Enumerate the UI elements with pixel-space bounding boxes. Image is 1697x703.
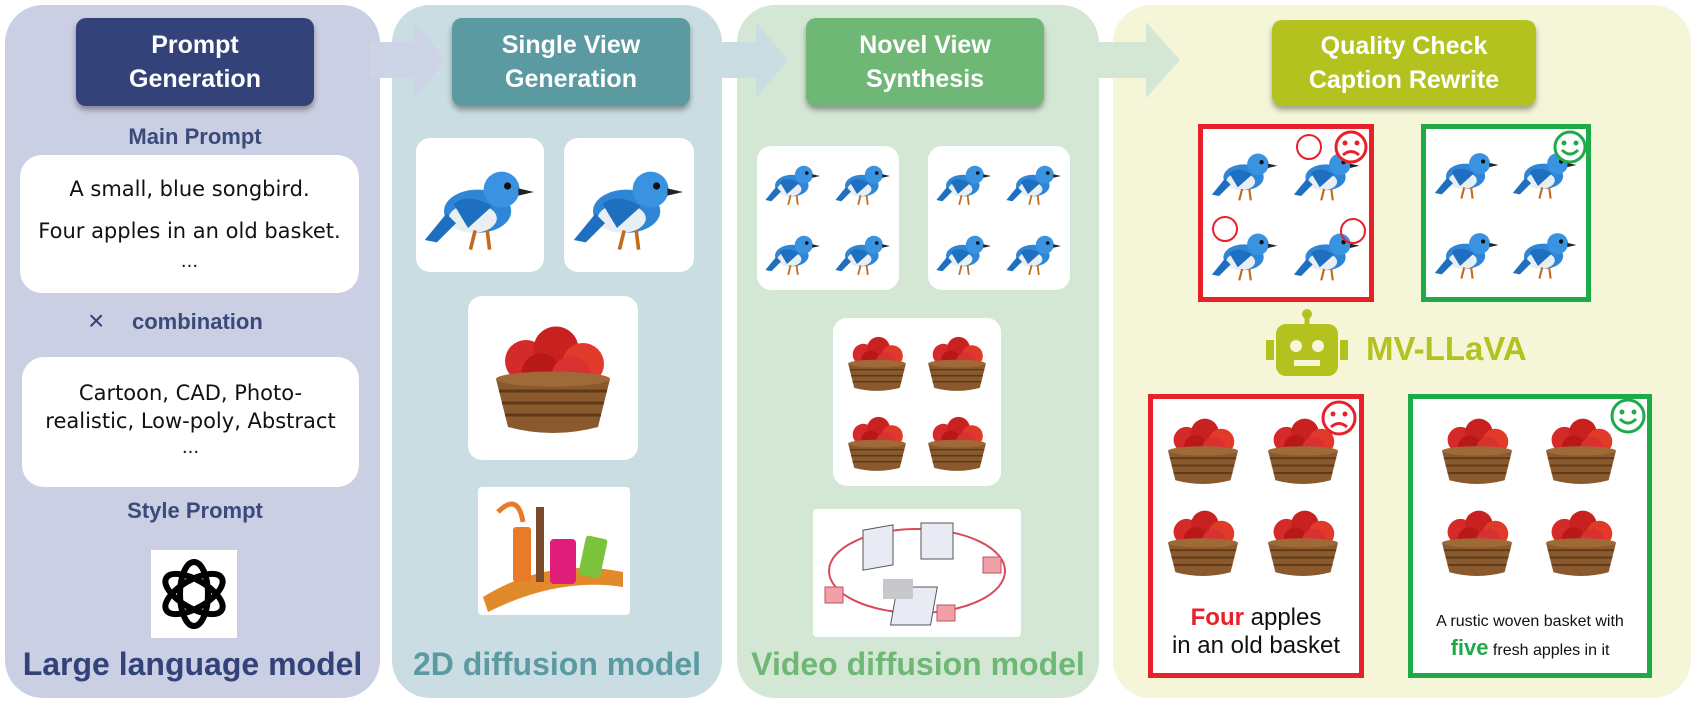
sad-face-icon [1321,400,1357,436]
main-prompt-line: A small, blue songbird. [69,177,310,201]
novel-view-synthesis-header: Novel View Synthesis [806,18,1044,106]
style-prompt-line: realistic, Low-poly, Abstract [45,409,336,433]
happy-face-icon [1553,130,1587,164]
caption-text: fresh apples in it [1488,642,1610,659]
main-prompt-line: Four apples in an old basket. [38,219,341,243]
style-prompt-card: Cartoon, CAD, Photo- realistic, Low-poly… [22,357,359,487]
caption-text: in an old basket [1171,632,1341,659]
quality-check-header: Quality Check Caption Rewrite [1272,20,1536,106]
sad-face-icon [1334,130,1368,164]
main-prompt-card: A small, blue songbird. Four apples in a… [20,155,359,293]
main-prompt-line: ... [180,251,199,272]
stage3-footer: Video diffusion model [751,646,1085,682]
caption-count-wrong: Four [1190,604,1244,631]
style-prompt-line: ... [181,437,200,458]
single-view-generation-header: Single View Generation [452,18,690,106]
novel-view-bird-grid [757,146,899,290]
caption-text: apples [1243,604,1322,631]
single-view-paint-image [478,487,630,615]
single-view-bird-image [564,138,694,272]
stage2-footer: 2D diffusion model [413,646,701,682]
rejected-caption: Four apples in an old basket [1153,604,1359,660]
novel-view-bird-grid [928,146,1070,290]
caption-text: A rustic woven basket with [1436,613,1624,630]
rejected-caption-sample: Four apples in an old basket [1148,394,1364,678]
single-view-bird-image [416,138,544,272]
caption-count-correct: five [1450,635,1489,660]
happy-face-icon [1610,398,1646,434]
flow-arrow-1 [370,22,446,98]
combination-symbol: × [88,305,105,336]
main-prompt-label: Main Prompt [128,124,262,149]
flow-arrow-2 [712,22,788,98]
single-view-basket-image [468,296,638,460]
style-prompt-label: Style Prompt [127,498,263,523]
camera-orbit-image [813,509,1021,637]
stage1-footer: Large language model [22,646,363,682]
style-prompt-line: Cartoon, CAD, Photo- [78,381,303,405]
accepted-caption: A rustic woven basket with five fresh ap… [1413,609,1647,664]
robot-icon [1266,309,1348,376]
flow-arrow-3 [1090,22,1180,98]
openai-logo-icon [151,550,237,638]
mv-llava-label: MV-LLaVA [1366,330,1527,367]
accepted-caption-sample: A rustic woven basket with five fresh ap… [1408,394,1652,678]
prompt-generation-header: Prompt Generation [76,18,314,106]
combination-label: combination [132,309,263,334]
novel-view-basket-grid [833,318,1001,486]
